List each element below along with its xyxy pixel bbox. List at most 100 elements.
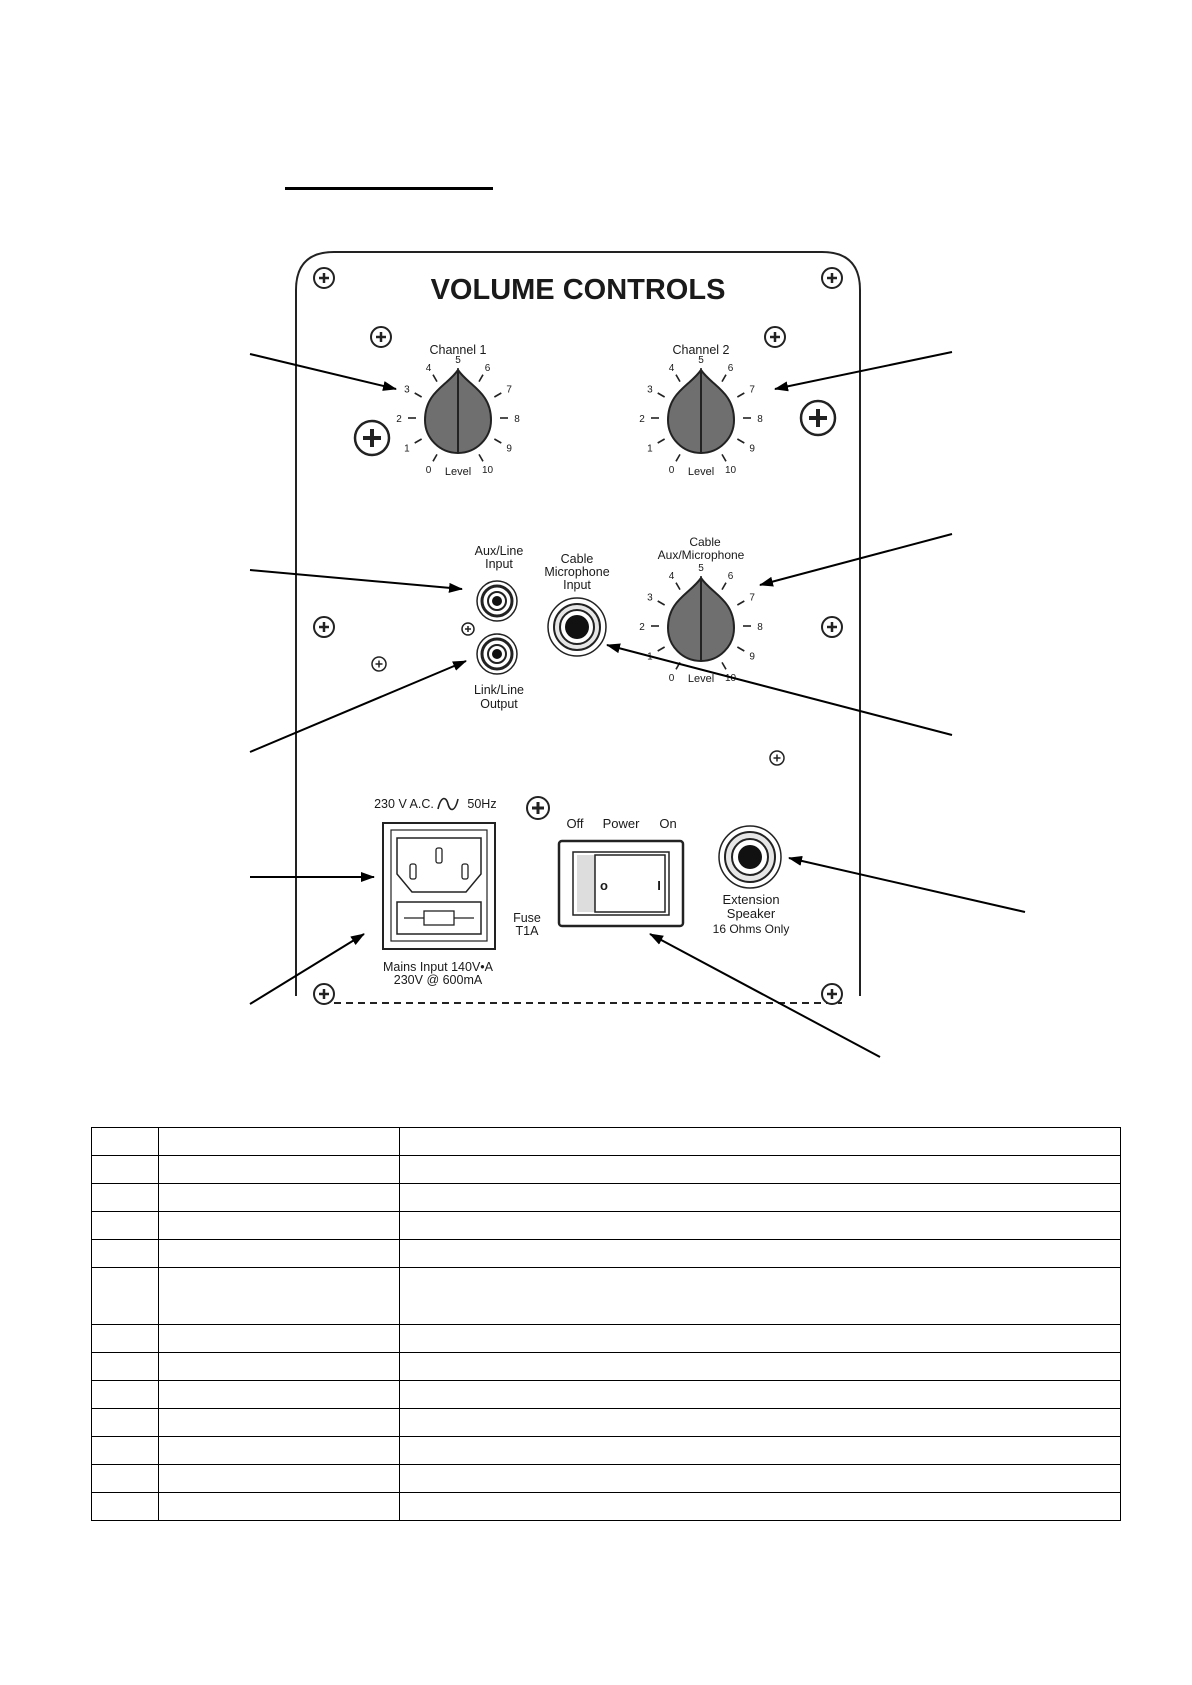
aux-mic-level-label: Level	[688, 673, 714, 685]
knob-tick	[736, 438, 745, 444]
table-cell	[158, 1267, 400, 1325]
table-cell	[158, 1436, 400, 1465]
cable-microphone-input-jack[interactable]: Cable Microphone Input	[544, 552, 610, 657]
screw-icon	[313, 983, 335, 1005]
table-cell	[399, 1408, 1121, 1437]
screw-icon	[371, 656, 387, 672]
screw-icon	[461, 622, 475, 636]
screw-icon	[821, 616, 843, 638]
table-row	[91, 1211, 1121, 1240]
table-cell	[158, 1183, 400, 1212]
mains-input-socket[interactable]: 230 V A.C. 50Hz Mains Input 140V•A 230V …	[374, 797, 496, 987]
ac-sine-icon	[437, 797, 459, 811]
channel-1-level-label: Level	[445, 466, 471, 478]
callout-arrow	[649, 933, 881, 1058]
power-switch[interactable]: Off Power On o I	[557, 816, 685, 928]
table-cell	[399, 1211, 1121, 1240]
knob-scale-label: 7	[506, 385, 512, 396]
table-row	[91, 1380, 1121, 1409]
knob-scale-label: 4	[669, 363, 675, 374]
table-cell	[399, 1155, 1121, 1184]
knob-scale-label: 2	[396, 414, 402, 425]
extension-speaker-jack[interactable]: Extension Speaker 16 Ohms Only	[713, 825, 790, 936]
link-line-output-label-1: Link/Line	[474, 683, 524, 697]
table-row	[91, 1267, 1121, 1325]
aux-mic-label-line1: Cable	[689, 535, 721, 549]
table-row	[91, 1183, 1121, 1212]
table-cell	[91, 1324, 159, 1353]
table-row	[91, 1492, 1121, 1521]
table-row	[91, 1239, 1121, 1268]
screw-icon	[821, 983, 843, 1005]
knob-scale-label: 10	[725, 465, 737, 476]
rca-jack-icon	[476, 580, 518, 622]
knob-scale-label: 2	[639, 622, 645, 633]
fuse-label: Fuse	[513, 911, 541, 925]
knob-tick	[736, 600, 745, 606]
table-cell	[399, 1183, 1121, 1212]
table-cell	[91, 1183, 159, 1212]
knob-tick	[414, 438, 423, 444]
title-underline	[285, 187, 493, 190]
knob-tick	[432, 374, 438, 383]
power-on-label: On	[659, 816, 676, 831]
knob-tick	[432, 453, 438, 462]
knob-scale-label: 0	[426, 465, 432, 476]
table-cell	[158, 1492, 400, 1521]
mounting-screws	[313, 267, 843, 1005]
table-cell	[399, 1239, 1121, 1268]
mains-frequency-label: 50Hz	[467, 797, 496, 811]
table-cell	[158, 1352, 400, 1381]
power-off-symbol: o	[600, 878, 608, 893]
extension-speaker-label-3: 16 Ohms Only	[713, 922, 790, 936]
knob-scale-label: 3	[647, 593, 653, 604]
table-cell	[91, 1352, 159, 1381]
callout-arrow	[606, 643, 953, 736]
knob-tick	[721, 582, 727, 591]
knob-scale-label: 9	[749, 652, 755, 663]
knob-scale-label: 8	[757, 622, 763, 633]
knob-scale-label: 7	[749, 385, 755, 396]
cable-mic-input-label-1: Cable	[561, 552, 594, 566]
table-cell	[399, 1267, 1121, 1325]
aux-line-input-jack[interactable]: Aux/Line Input	[475, 544, 524, 622]
panel-title: VOLUME CONTROLS	[431, 274, 726, 306]
knob-tick	[736, 392, 745, 398]
jack-socket-icon	[718, 825, 782, 889]
aux-mic-label-line2: Aux/Microphone	[658, 548, 745, 562]
knob-tick	[675, 582, 681, 591]
table-cell	[91, 1155, 159, 1184]
callout-arrows	[249, 351, 1026, 1058]
knob-tick	[736, 646, 745, 652]
knob-tick	[675, 374, 681, 383]
table-row	[91, 1324, 1121, 1353]
knob-scale-label: 10	[482, 465, 494, 476]
callout-arrow	[774, 351, 953, 392]
knob-tick	[478, 374, 484, 383]
knob-scale-label: 2	[639, 414, 645, 425]
link-line-output-jack[interactable]: Link/Line Output	[474, 633, 524, 711]
table-cell	[399, 1464, 1121, 1493]
knob-scale-label: 7	[749, 593, 755, 604]
aux-line-input-label-1: Aux/Line	[475, 544, 524, 558]
table-cell	[399, 1492, 1121, 1521]
screw-icon	[370, 326, 392, 348]
table-cell	[91, 1127, 159, 1156]
knob-scale-label: 5	[455, 355, 461, 366]
rear-panel-diagram: VOLUME CONTROLS Channel 1 Level 01234567…	[249, 251, 1026, 1058]
screw-icon	[799, 399, 837, 437]
knob-scale-label: 1	[647, 444, 653, 455]
knob-tick	[414, 392, 423, 398]
knob-tick	[675, 453, 681, 462]
mains-input-label-2: 230V @ 600mA	[394, 973, 483, 987]
knob-scale-label: 10	[725, 673, 737, 684]
table-cell	[91, 1267, 159, 1325]
knob-tick	[478, 453, 484, 462]
fuse-rating: T1A	[516, 924, 540, 938]
knob-tick	[657, 600, 666, 606]
